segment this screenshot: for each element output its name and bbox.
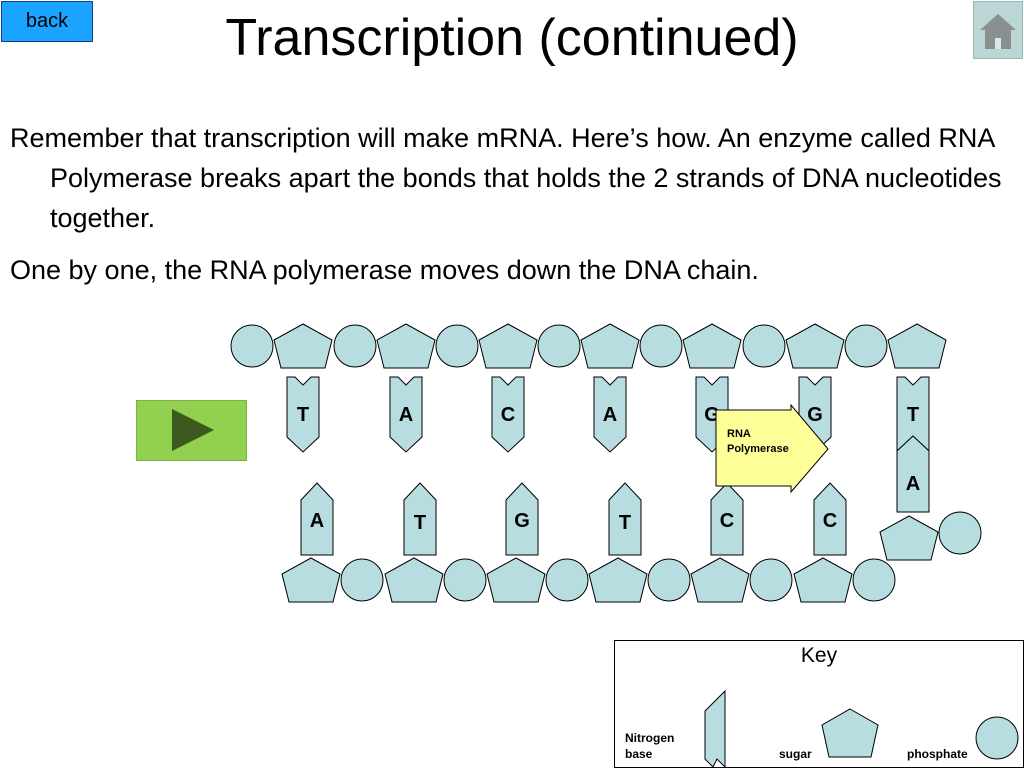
right-sugar <box>879 515 939 561</box>
top-phosphate <box>230 324 274 368</box>
rna-polymerase-label: Polymerase <box>727 443 789 455</box>
bottom-phosphate <box>545 558 589 602</box>
right-base-letter: A <box>906 473 920 495</box>
key-title: Key <box>800 644 838 667</box>
bottom-base <box>403 482 437 556</box>
top-base-letter: C <box>501 404 515 426</box>
bottom-base-letter: C <box>720 510 734 532</box>
bottom-base-letter: G <box>514 510 530 532</box>
bottom-sugar <box>793 557 853 603</box>
top-sugar <box>273 323 333 369</box>
page-title: Transcription (continued) <box>225 9 799 67</box>
key-shapes <box>704 689 1019 767</box>
top-base <box>389 376 423 453</box>
top-base-letter: A <box>603 404 617 426</box>
rna-polymerase-label: RNA <box>727 428 751 440</box>
home-button[interactable] <box>973 1 1023 59</box>
top-phosphate <box>844 324 888 368</box>
top-base-letter: T <box>297 404 309 426</box>
key-phosphate-label: phosphate <box>907 747 968 761</box>
paragraph-1: Remember that transcription will make mR… <box>10 123 1002 233</box>
key-sugar-label: sugar <box>779 747 812 761</box>
top-sugar <box>580 323 640 369</box>
key-nitrogen-base-label: Nitrogen base <box>625 731 675 761</box>
top-phosphate <box>537 324 581 368</box>
home-icon <box>980 14 1016 49</box>
bottom-base-letter: T <box>414 512 426 534</box>
play-button[interactable] <box>136 400 247 461</box>
bottom-base <box>813 482 847 556</box>
top-phosphate <box>333 324 377 368</box>
bottom-base <box>300 482 334 556</box>
bottom-base-letter: A <box>310 510 324 532</box>
top-sugar <box>887 323 947 369</box>
bottom-sugar <box>384 557 444 603</box>
bottom-phosphate <box>852 558 896 602</box>
bottom-base <box>710 482 744 556</box>
top-base <box>286 376 320 453</box>
top-base-letter: T <box>907 404 919 426</box>
paragraph-2: One by one, the RNA polymerase moves dow… <box>10 255 759 285</box>
top-sugar <box>376 323 436 369</box>
top-phosphate <box>639 324 683 368</box>
bottom-base <box>505 482 539 556</box>
bottom-sugar <box>486 557 546 603</box>
play-icon <box>172 409 214 451</box>
top-base-letter: G <box>807 404 823 426</box>
key-phosphate-shape <box>975 716 1019 760</box>
bottom-base <box>608 482 642 556</box>
bottom-sugar <box>588 557 648 603</box>
top-phosphate <box>435 324 479 368</box>
top-base <box>491 376 525 453</box>
bottom-phosphate <box>749 558 793 602</box>
right-phosphate <box>938 511 982 555</box>
right-base <box>896 435 930 513</box>
bottom-phosphate <box>443 558 487 602</box>
bottom-base-letter: T <box>619 512 631 534</box>
bottom-phosphate <box>340 558 384 602</box>
top-phosphate <box>742 324 786 368</box>
key-sugar-shape <box>821 708 879 758</box>
top-sugar <box>785 323 845 369</box>
top-base-letter: A <box>399 404 413 426</box>
bottom-phosphate <box>647 558 691 602</box>
back-button[interactable]: back <box>1 1 93 42</box>
bottom-base-letter: C <box>823 510 837 532</box>
key-nitrogen-base-shape <box>704 689 726 767</box>
top-base <box>593 376 627 453</box>
bottom-sugar <box>690 557 750 603</box>
bottom-sugar <box>281 557 341 603</box>
key-panel: Key Nitrogen base sugar phosphate <box>614 640 1024 768</box>
top-sugar <box>682 323 742 369</box>
rna-polymerase-arrow <box>715 403 829 494</box>
top-sugar <box>478 323 538 369</box>
